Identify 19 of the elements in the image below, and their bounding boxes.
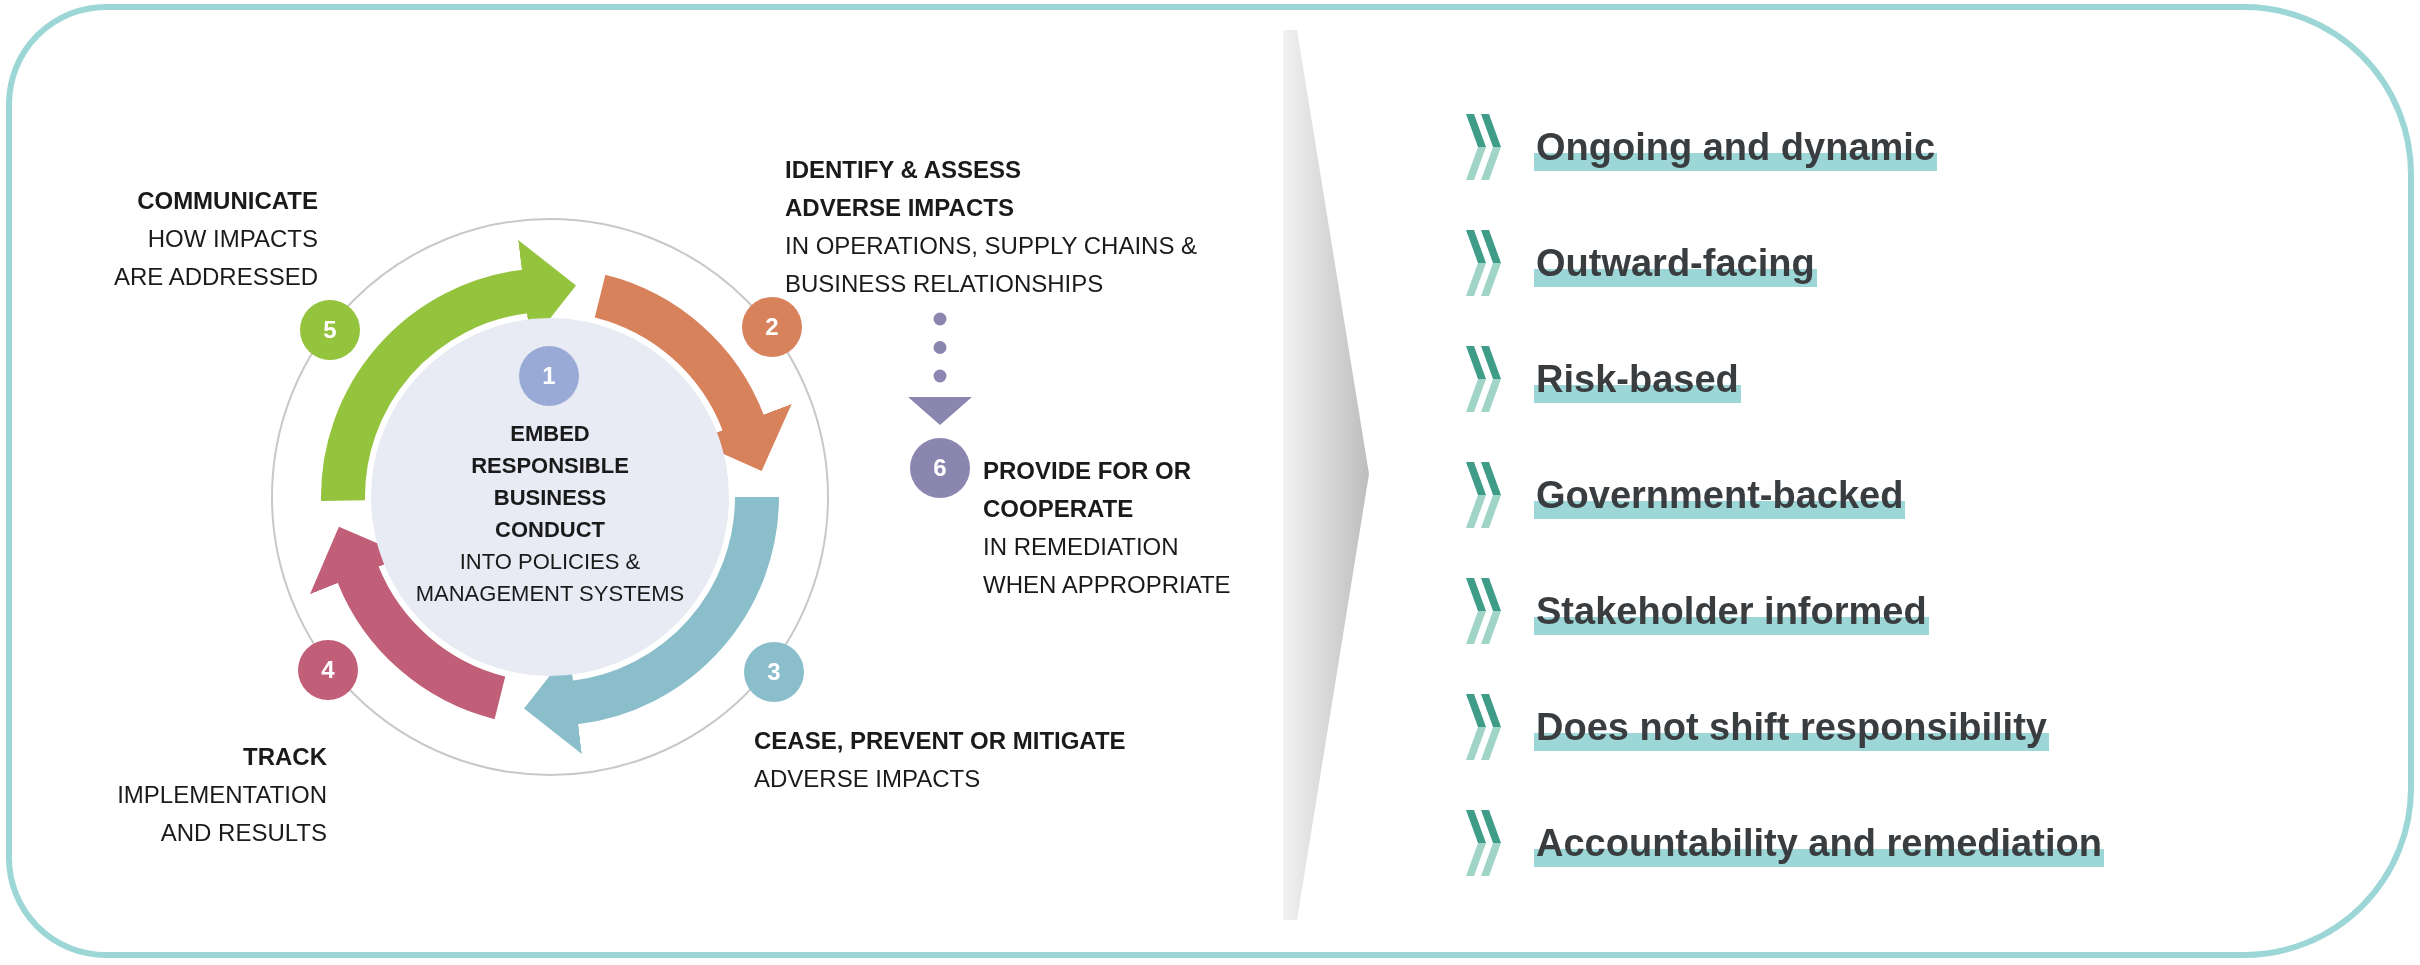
step-description: IN REMEDIATION WHEN APPROPRIATE [983, 532, 1232, 600]
step-heading: PROVIDE FOR OR COOPERATE [983, 456, 1193, 524]
step-number-badge: 1 [519, 346, 579, 406]
step-heading: TRACK [242, 742, 327, 772]
step-heading: CEASE, PREVENT OR MITIGATE [754, 726, 1127, 756]
step-number-badge: 2 [742, 297, 802, 357]
center-heading: EMBED RESPONSIBLE BUSINESS CONDUCT [470, 420, 630, 544]
step-number-badge: 5 [300, 300, 360, 360]
step-heading: COMMUNICATE [136, 186, 318, 216]
center-description: INTO POLICIES & MANAGEMENT SYSTEMS [414, 548, 686, 608]
step-number-badge: 3 [744, 642, 804, 702]
step-description: HOW IMPACTS ARE ADDRESSED [112, 224, 318, 292]
step-heading: IDENTIFY & ASSESS ADVERSE IMPACTS [785, 155, 1023, 223]
step-description: IN OPERATIONS, SUPPLY CHAINS & BUSINESS RELATIONSHIPS [785, 231, 1199, 299]
step-number-badge: 4 [298, 640, 358, 700]
dotted-arrow [908, 312, 972, 425]
step-description: ADVERSE IMPACTS [754, 764, 982, 794]
step-number-badge: 6 [910, 438, 970, 498]
step-description: IMPLEMENTATION AND RESULTS [116, 780, 327, 848]
